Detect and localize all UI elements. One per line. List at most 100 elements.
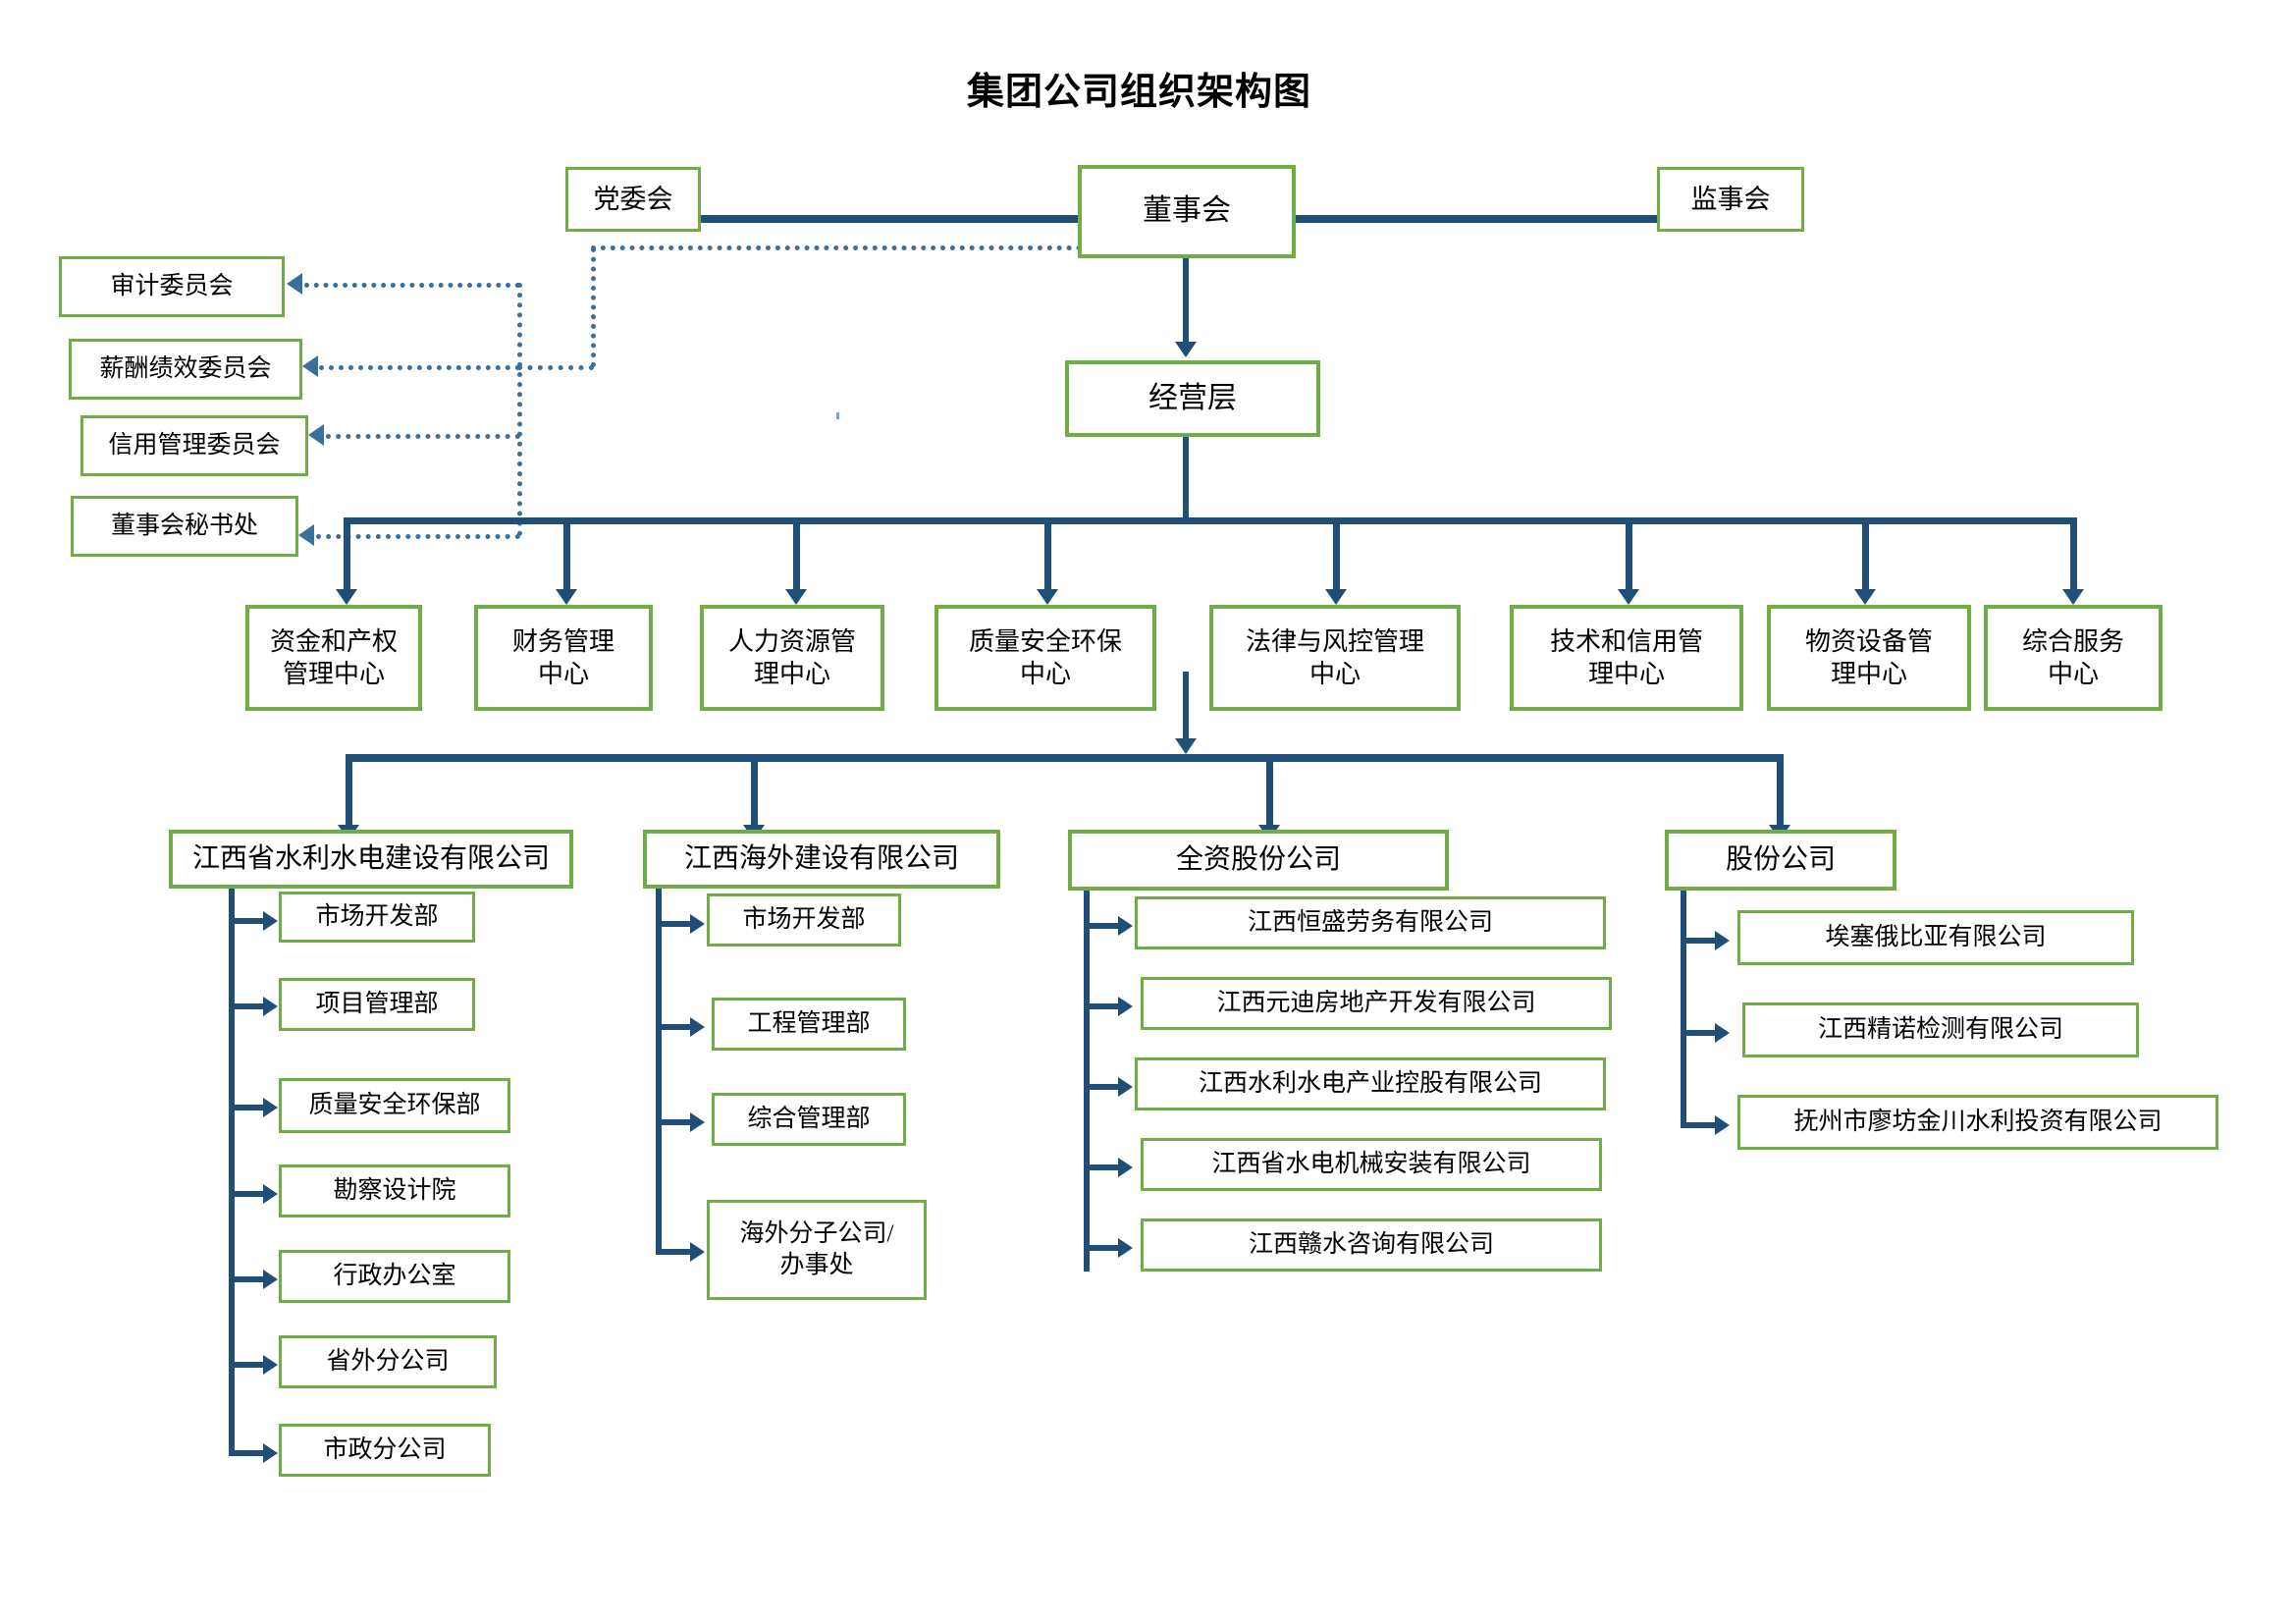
- arrowhead-audit-committee: [287, 273, 302, 295]
- node-s1-project-management[interactable]: 项目管理部: [279, 978, 475, 1031]
- drop-center-6: [1626, 517, 1632, 596]
- dotted-committee-spine: [517, 283, 522, 536]
- node-s3-ganshui-consulting[interactable]: 江西赣水咨询有限公司: [1141, 1218, 1602, 1272]
- drop-center-1: [344, 517, 350, 596]
- node-subsidiary-wholly-owned[interactable]: 全资股份公司: [1068, 830, 1449, 891]
- node-subsidiary-jiangxi-overseas[interactable]: 江西海外建设有限公司: [643, 830, 1000, 889]
- arrowhead-s1-7: [263, 1443, 278, 1463]
- node-s2-market-development[interactable]: 市场开发部: [707, 893, 901, 947]
- branch-s1-6: [229, 1362, 266, 1368]
- drop-center-5: [1333, 517, 1340, 596]
- drop-subsidiary-4: [1777, 754, 1784, 835]
- dotted-branch-audit: [304, 283, 520, 288]
- node-finance-management-center[interactable]: 财务管理 中心: [474, 605, 653, 711]
- node-s2-overseas-branches-offices[interactable]: 海外分子公司/ 办事处: [707, 1200, 927, 1300]
- branch-s4-1: [1681, 938, 1718, 944]
- node-s3-hydro-machinery-installation[interactable]: 江西省水电机械安装有限公司: [1141, 1138, 1602, 1191]
- bus-subsidiaries: [346, 754, 1784, 762]
- node-quality-safety-env-center[interactable]: 质量安全环保 中心: [934, 605, 1156, 711]
- node-s4-liaofang-jinchuan-water-investment[interactable]: 抚州市廖坊金川水利投资有限公司: [1737, 1095, 2218, 1150]
- node-s3-hengsheng-labor[interactable]: 江西恒盛劳务有限公司: [1135, 896, 1606, 949]
- arrowhead-s1-3: [263, 1098, 278, 1117]
- branch-s2-4: [656, 1249, 693, 1255]
- arrowhead-center-7: [1854, 589, 1876, 605]
- connector-board-to-supervisory: [1296, 215, 1657, 223]
- node-supervisory-board[interactable]: 监事会: [1657, 167, 1804, 232]
- arrowhead-center-5: [1325, 589, 1347, 605]
- node-subsidiary-jiangxi-water-power[interactable]: 江西省水利水电建设有限公司: [169, 830, 573, 889]
- node-subsidiary-joint-stock[interactable]: 股份公司: [1665, 830, 1896, 891]
- branch-s4-2: [1681, 1030, 1718, 1036]
- arrowhead-board-secretariat: [298, 524, 314, 546]
- node-s1-admin-office[interactable]: 行政办公室: [279, 1250, 510, 1303]
- arrowhead-compensation-committee: [302, 355, 318, 377]
- dotted-branch-credit: [326, 434, 520, 439]
- node-management-layer[interactable]: 经营层: [1065, 360, 1320, 437]
- branch-s4-3: [1681, 1122, 1718, 1128]
- node-general-service-center[interactable]: 综合服务 中心: [1984, 605, 2163, 711]
- node-funds-property-center[interactable]: 资金和产权 管理中心: [245, 605, 422, 711]
- node-credit-management-committee[interactable]: 信用管理委员会: [80, 415, 308, 476]
- arrowhead-s1-1: [263, 911, 278, 931]
- branch-s1-4: [229, 1191, 266, 1197]
- node-s2-general-management[interactable]: 综合管理部: [712, 1093, 906, 1146]
- connector-party-to-board: [701, 215, 1078, 223]
- drop-subsidiary-3: [1266, 754, 1273, 835]
- node-legal-risk-center[interactable]: 法律与风控管理 中心: [1209, 605, 1461, 711]
- arrowhead-s2-1: [690, 914, 705, 934]
- arrowhead-s2-3: [690, 1112, 705, 1132]
- node-materials-equipment-center[interactable]: 物资设备管 理中心: [1767, 605, 1971, 711]
- node-s2-engineering-management[interactable]: 工程管理部: [712, 998, 906, 1051]
- arrowhead-center-2: [556, 589, 577, 605]
- node-s1-out-of-province-branch[interactable]: 省外分公司: [279, 1335, 497, 1388]
- dotted-branch-compensation: [319, 365, 520, 370]
- dotted-board-to-left: [591, 245, 1082, 250]
- node-board-secretariat[interactable]: 董事会秘书处: [71, 496, 298, 557]
- branch-s1-2: [229, 1003, 266, 1009]
- arrowhead-s1-6: [263, 1355, 278, 1375]
- drop-center-7: [1862, 517, 1869, 596]
- arrowhead-s1-5: [263, 1270, 278, 1289]
- node-hr-management-center[interactable]: 人力资源管 理中心: [700, 605, 884, 711]
- arrowhead-subsidiary-bus: [1175, 738, 1197, 754]
- node-s1-municipal-branch[interactable]: 市政分公司: [279, 1424, 491, 1477]
- arrowhead-credit-committee: [308, 424, 324, 446]
- branch-s2-2: [656, 1024, 693, 1030]
- drop-subsidiary-1: [346, 754, 352, 835]
- node-s3-water-power-industry-holding[interactable]: 江西水利水电产业控股有限公司: [1135, 1057, 1606, 1110]
- spine-subsidiary-2: [656, 889, 662, 1252]
- drop-center-4: [1044, 517, 1051, 596]
- arrowhead-s4-3: [1715, 1115, 1730, 1135]
- stray-mark: [836, 412, 839, 419]
- dotted-board-drop: [591, 247, 596, 367]
- arrowhead-board-to-management: [1175, 342, 1197, 357]
- branch-s2-3: [656, 1119, 693, 1125]
- node-technology-credit-center[interactable]: 技术和信用管 理中心: [1510, 605, 1743, 711]
- branch-s3-5: [1084, 1245, 1121, 1251]
- node-audit-committee[interactable]: 审计委员会: [59, 256, 285, 317]
- arrowhead-s3-5: [1118, 1238, 1133, 1258]
- branch-s1-3: [229, 1105, 266, 1110]
- drop-subsidiary-2: [751, 754, 758, 835]
- arrowhead-center-6: [1618, 589, 1639, 605]
- spine-subsidiary-1: [229, 889, 235, 1456]
- node-s4-jingnuo-testing[interactable]: 江西精诺检测有限公司: [1742, 1002, 2139, 1057]
- node-board-of-directors[interactable]: 董事会: [1078, 165, 1296, 258]
- branch-s3-2: [1084, 1003, 1121, 1009]
- node-party-committee[interactable]: 党委会: [565, 167, 701, 232]
- connector-centers-to-subsidiary-bus: [1183, 672, 1189, 748]
- dotted-board-join: [517, 365, 594, 370]
- branch-s3-4: [1084, 1164, 1121, 1170]
- spine-subsidiary-3: [1084, 891, 1090, 1272]
- spine-subsidiary-4: [1681, 891, 1686, 1128]
- node-compensation-committee[interactable]: 薪酬绩效委员会: [69, 339, 302, 400]
- node-s4-ethiopia-company[interactable]: 埃塞俄比亚有限公司: [1737, 910, 2134, 965]
- node-s3-yuandi-real-estate[interactable]: 江西元迪房地产开发有限公司: [1141, 977, 1612, 1030]
- drop-center-2: [563, 517, 570, 596]
- arrowhead-s1-4: [263, 1184, 278, 1204]
- node-s1-survey-design-institute[interactable]: 勘察设计院: [279, 1164, 510, 1218]
- node-s1-market-development[interactable]: 市场开发部: [279, 892, 475, 943]
- branch-s1-7: [229, 1450, 266, 1456]
- node-s1-quality-safety-env[interactable]: 质量安全环保部: [279, 1078, 510, 1133]
